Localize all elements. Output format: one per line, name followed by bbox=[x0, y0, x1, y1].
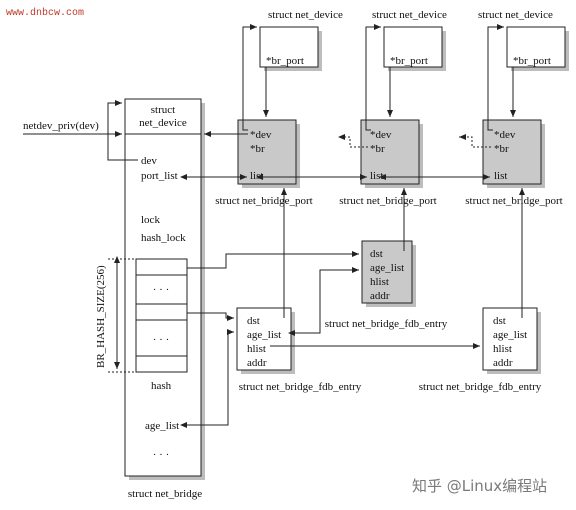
port3-br: *br bbox=[494, 143, 509, 155]
port3-br-arrow bbox=[459, 134, 491, 148]
dev-self-arrow bbox=[107, 100, 138, 161]
port2-dev-arrow bbox=[365, 24, 381, 131]
port2-br-arrow bbox=[338, 134, 368, 148]
fdb1-age-list: age_list bbox=[370, 262, 404, 274]
fdb2-addr: addr bbox=[247, 357, 267, 369]
field-port-list: port_list bbox=[141, 170, 178, 182]
port2-label: struct net_bridge_port bbox=[339, 195, 436, 207]
port2-br-port: *br_port bbox=[390, 55, 428, 67]
port3-br-port: *br_port bbox=[513, 55, 551, 67]
fdb-entry-3: dst age_list hlist addr struct net_bridg… bbox=[419, 307, 542, 393]
age-list-link-1 bbox=[180, 329, 234, 428]
port1-dev-arrow bbox=[242, 24, 257, 131]
fdb2-age-list: age_list bbox=[247, 329, 281, 341]
field-lock: lock bbox=[141, 214, 160, 226]
port2-list: list bbox=[370, 170, 383, 182]
port2-device-label: struct net_device bbox=[372, 9, 447, 21]
bucket1-arrow bbox=[187, 251, 359, 269]
port1-device-label: struct net_device bbox=[268, 9, 343, 21]
net-bridge-header-line1: struct bbox=[151, 104, 175, 116]
fdb1-hlist: hlist bbox=[370, 276, 389, 288]
netdev-priv-label: netdev_priv(dev) bbox=[23, 120, 99, 132]
bucket2-arrow bbox=[187, 312, 234, 321]
port3-dev-arrow bbox=[487, 24, 504, 131]
bridge-port-2: struct net_device *br_port *dev *br list… bbox=[339, 9, 447, 207]
watermark-top: www.dnbcw.com bbox=[6, 7, 84, 19]
fdb3-dst: dst bbox=[493, 315, 506, 327]
bridge-port-3: struct net_device *br_port *dev *br list… bbox=[465, 9, 569, 207]
field-dots: · · · bbox=[153, 449, 170, 461]
net-bridge-title: struct net_bridge bbox=[128, 488, 202, 500]
port3-list: list bbox=[494, 170, 507, 182]
watermark-bottom: 知乎 @Linux编程站 bbox=[412, 477, 547, 495]
port1-br-port: *br_port bbox=[266, 55, 304, 67]
fdb3-addr: addr bbox=[493, 357, 513, 369]
port3-device-label: struct net_device bbox=[478, 9, 553, 21]
port1-dev: *dev bbox=[250, 129, 272, 141]
field-hash: hash bbox=[151, 380, 172, 392]
fdb-entry-2: dst age_list hlist addr struct net_bridg… bbox=[236, 307, 362, 393]
net-bridge-struct: struct net_device dev port_list lock has… bbox=[124, 98, 205, 500]
hash-size-label: BR_HASH_SIZE(256) bbox=[95, 265, 107, 368]
port2-dev: *dev bbox=[370, 129, 392, 141]
net-bridge-header: net_device bbox=[139, 117, 187, 129]
fdb3-label: struct net_bridge_fdb_entry bbox=[419, 381, 542, 393]
fdb3-hlist: hlist bbox=[493, 343, 512, 355]
fdb2-dst: dst bbox=[247, 315, 260, 327]
fdb1-addr: addr bbox=[370, 290, 390, 302]
port1-br: *br bbox=[250, 143, 265, 155]
bridge-port-1: struct net_device *br_port *dev *br list… bbox=[215, 9, 343, 207]
hash-size-bracket: BR_HASH_SIZE(256) bbox=[95, 256, 136, 373]
port1-list: list bbox=[250, 170, 263, 182]
field-dev: dev bbox=[141, 155, 157, 167]
port2-br: *br bbox=[370, 143, 385, 155]
fdb2-hlist: hlist bbox=[247, 343, 266, 355]
fdb3-age-list: age_list bbox=[493, 329, 527, 341]
fdb2-label: struct net_bridge_fdb_entry bbox=[239, 381, 362, 393]
field-hash-lock: hash_lock bbox=[141, 232, 186, 244]
hash-dots-2: · · · bbox=[153, 334, 170, 346]
hash-table: · · · · · · bbox=[135, 258, 188, 373]
port3-dev: *dev bbox=[494, 129, 516, 141]
age-list-link-2 bbox=[288, 267, 359, 336]
fdb1-dst: dst bbox=[370, 248, 383, 260]
port3-label: struct net_bridge_port bbox=[465, 195, 562, 207]
port1-label: struct net_bridge_port bbox=[215, 195, 312, 207]
hash-dots-1: · · · bbox=[153, 284, 170, 296]
field-age-list: age_list bbox=[145, 420, 179, 432]
fdb1-label: struct net_bridge_fdb_entry bbox=[325, 318, 448, 330]
